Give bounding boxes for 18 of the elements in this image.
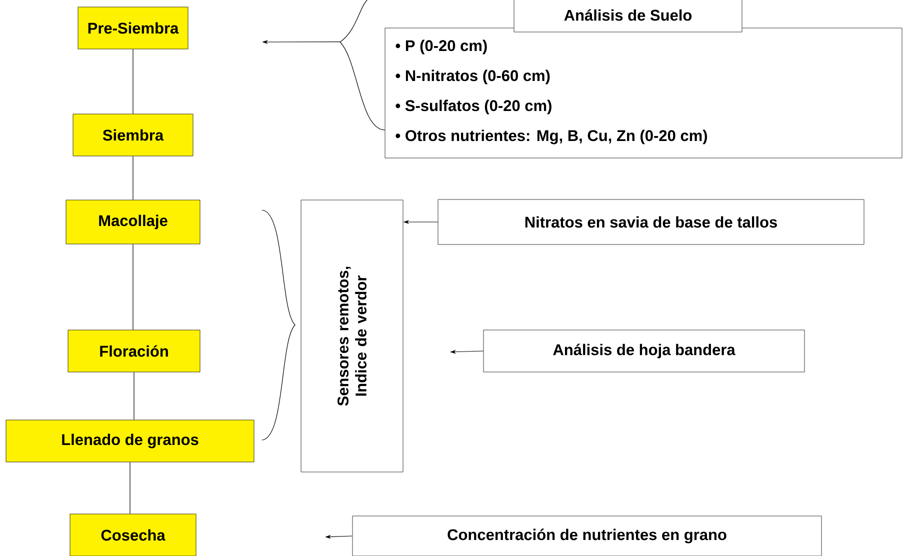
text-box: Nitratos en savia de base de tallos	[438, 199, 864, 245]
text-box: Sensores remotos, Indice de verdor	[300, 200, 404, 472]
text-box: Concentración de nutrientes en grano	[352, 516, 822, 556]
connector-line	[132, 48, 134, 114]
node-label: • Otros nutrientes: Mg, B, Cu, Zn (0-20 cm)	[396, 130, 708, 144]
node-label: • N-nitratos (0-60 cm)	[396, 70, 550, 84]
stage-box: Cosecha	[70, 514, 196, 556]
connector-line	[132, 156, 134, 200]
text-box: Análisis de hoja bandera	[483, 330, 805, 372]
stage-box: Floración	[68, 330, 200, 372]
stage-box: Siembra	[72, 114, 194, 156]
stage-box: Pre-Siembra	[78, 6, 188, 50]
heading-box: Análisis de Suelo	[514, 0, 742, 32]
node-label: • S-sulfatos (0-20 cm)	[396, 100, 552, 114]
node-label: • P (0-20 cm)	[396, 40, 487, 54]
stage-box: Macollaje	[66, 200, 200, 244]
connector-line	[132, 244, 134, 330]
stage-box: Llenado de granos	[6, 420, 254, 462]
